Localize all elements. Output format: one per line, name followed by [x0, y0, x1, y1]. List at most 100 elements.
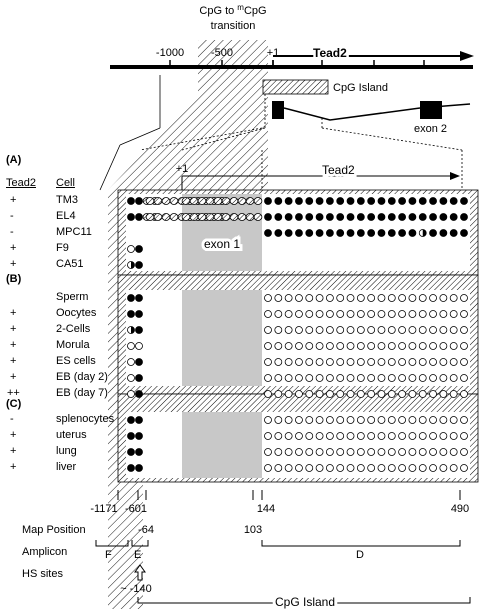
row-cell-name: lung — [56, 445, 77, 457]
cpg-right-unmethylated — [295, 390, 303, 398]
cpg-right-unmethylated — [346, 358, 355, 366]
cpg-left-methylated — [127, 197, 135, 205]
cpg-right-methylated — [356, 213, 365, 221]
cpg-right-unmethylated — [325, 432, 334, 440]
cpg-left-methylated — [135, 448, 143, 456]
section-c-label: (C) — [6, 398, 22, 410]
cpg-right-methylated — [460, 213, 468, 221]
cpg-right-unmethylated — [367, 464, 376, 472]
cpg-right-unmethylated — [305, 416, 314, 424]
cpg-right-unmethylated — [325, 448, 334, 456]
transition-label-2: transition — [211, 20, 256, 32]
transition-band — [108, 40, 268, 609]
cpg-right-unmethylated — [274, 326, 283, 334]
cpg-right-unmethylated — [429, 448, 437, 456]
cpg-right-unmethylated — [264, 310, 272, 318]
cpg-right-methylated — [305, 213, 314, 221]
cpg-left-unmethylated — [135, 342, 143, 350]
cpg-right-unmethylated — [439, 342, 448, 350]
cpg-right-unmethylated — [418, 326, 427, 334]
row-cell-name: TM3 — [56, 194, 78, 206]
cpg-right-methylated — [274, 229, 283, 237]
axis-tick-minus1000: -1000 — [156, 47, 184, 59]
cpg-right-unmethylated — [346, 432, 355, 440]
cpg-right-unmethylated — [408, 464, 417, 472]
cpg-right-unmethylated — [284, 358, 293, 366]
row-tead2-expression: - — [10, 210, 14, 222]
cpg-right-unmethylated — [367, 326, 376, 334]
cpg-exon-hatched — [253, 213, 263, 221]
cpg-right-unmethylated — [398, 390, 407, 398]
cpg-right-unmethylated — [377, 310, 386, 318]
cpg-right-unmethylated — [418, 432, 427, 440]
cpg-left-hatched — [161, 197, 171, 205]
cpg-right-methylated — [315, 197, 324, 205]
cpg-right-unmethylated — [418, 464, 427, 472]
cpg-right-unmethylated — [346, 294, 355, 302]
cpg-right-unmethylated — [387, 432, 396, 440]
cpg-left-unmethylated — [127, 390, 135, 398]
cpg-right-unmethylated — [439, 358, 448, 366]
cpg-right-unmethylated — [449, 294, 458, 302]
cpg-right-unmethylated — [336, 358, 345, 366]
cpg-right-unmethylated — [449, 342, 458, 350]
cpg-right-unmethylated — [305, 432, 314, 440]
cpg-left-methylated — [127, 416, 135, 424]
cpg-right-unmethylated — [284, 342, 293, 350]
cpg-right-unmethylated — [325, 374, 334, 382]
cpg-right-methylated — [336, 213, 345, 221]
cpg-right-unmethylated — [398, 464, 407, 472]
cpg-right-unmethylated — [315, 432, 324, 440]
cpg-left-unmethylated — [127, 374, 135, 382]
cpg-right-methylated — [377, 229, 386, 237]
cpg-island-top-label: CpG Island — [333, 82, 388, 94]
cpg-right-unmethylated — [295, 342, 303, 350]
cpg-right-unmethylated — [325, 310, 334, 318]
cpg-right-unmethylated — [356, 326, 365, 334]
cpg-right-unmethylated — [398, 294, 407, 302]
cpg-right-unmethylated — [398, 374, 407, 382]
cpg-right-unmethylated — [264, 294, 272, 302]
cpg-left-methylated — [135, 245, 143, 253]
row-tead2-expression: ++ — [7, 387, 20, 399]
row-tead2-expression: + — [10, 371, 17, 383]
cpg-right-unmethylated — [460, 416, 468, 424]
cpg-right-unmethylated — [460, 374, 468, 382]
cpg-right-unmethylated — [295, 358, 303, 366]
row-cell-name: EB (day 2) — [56, 371, 108, 383]
cpg-exon-hatched — [229, 197, 239, 205]
cpg-right-unmethylated — [336, 294, 345, 302]
cpg-left-methylated — [135, 464, 143, 472]
amplicon-e: E — [134, 549, 141, 561]
cpg-left-half — [127, 261, 135, 269]
cpg-right-unmethylated — [387, 294, 396, 302]
cpg-right-unmethylated — [284, 416, 293, 424]
cpg-right-methylated — [398, 197, 407, 205]
cpg-right-unmethylated — [264, 358, 272, 366]
cpg-right-unmethylated — [274, 342, 283, 350]
row-cell-name: liver — [56, 461, 77, 473]
cpg-right-methylated — [284, 197, 293, 205]
cpg-right-unmethylated — [284, 464, 293, 472]
cpg-left-unmethylated — [127, 358, 135, 366]
cpg-right-methylated — [429, 229, 437, 237]
cpg-right-methylated — [387, 229, 396, 237]
cpg-right-unmethylated — [460, 342, 468, 350]
cpg-right-unmethylated — [356, 416, 365, 424]
map-position-axis — [117, 490, 461, 500]
cpg-right-unmethylated — [367, 416, 376, 424]
cpg-right-unmethylated — [284, 448, 293, 456]
cpg-right-methylated — [356, 229, 365, 237]
cpg-right-unmethylated — [315, 342, 324, 350]
cpg-right-unmethylated — [377, 326, 386, 334]
cpg-right-methylated — [295, 197, 303, 205]
cpg-right-unmethylated — [325, 464, 334, 472]
cpg-right-unmethylated — [398, 432, 407, 440]
cpg-right-unmethylated — [315, 374, 324, 382]
cpg-right-unmethylated — [408, 416, 417, 424]
cpg-exon-hatched — [237, 213, 247, 221]
zoom-gene-label: Tead2 — [322, 163, 355, 177]
cpg-right-unmethylated — [274, 310, 283, 318]
exon2-box — [420, 101, 442, 119]
map-pos-490: 490 — [451, 503, 469, 515]
